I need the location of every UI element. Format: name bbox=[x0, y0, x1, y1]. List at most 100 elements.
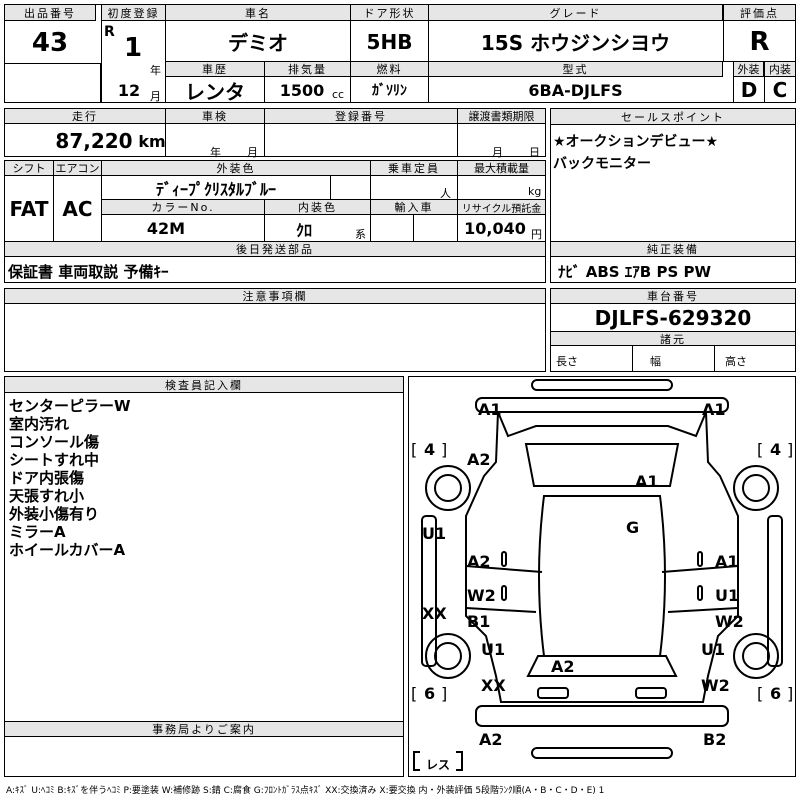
tire-fr-bracket: ] bbox=[787, 440, 794, 459]
chassis-label: 車台番号 bbox=[550, 288, 796, 304]
color-extra-cell bbox=[330, 175, 371, 200]
capacity-unit: 人 bbox=[440, 187, 451, 200]
displacement-cell bbox=[264, 76, 351, 103]
tire-fl-bracket: [ bbox=[411, 440, 418, 459]
tire-fl-bracket: ] bbox=[441, 440, 448, 459]
damage-mark: W2 bbox=[467, 586, 496, 605]
sales-point-1: ★オークションデビュー★ bbox=[553, 134, 719, 150]
year-unit: 年 bbox=[150, 64, 161, 77]
inspector-line: 外装小傷有り bbox=[9, 505, 100, 523]
parts-label: 後日発送部品 bbox=[4, 241, 546, 257]
notes-label: 注意事項欄 bbox=[4, 288, 546, 304]
shift: FAT bbox=[9, 197, 49, 221]
recycle-unit: 円 bbox=[531, 228, 542, 241]
inspection-label: 車検 bbox=[165, 108, 265, 124]
ac: AC bbox=[62, 197, 93, 221]
inspector-label: 検査員記入欄 bbox=[4, 376, 404, 393]
door-type: 5HB bbox=[366, 29, 413, 54]
capacity-cell bbox=[370, 175, 458, 200]
damage-mark: W2 bbox=[715, 612, 744, 631]
load-unit: kg bbox=[528, 185, 542, 198]
tire-fr-depth: 4 bbox=[770, 440, 782, 459]
car-diagram bbox=[413, 379, 783, 771]
mileage-unit: km bbox=[138, 131, 166, 151]
displacement: 1500 bbox=[279, 80, 325, 100]
damage-mark: A1 bbox=[635, 472, 659, 491]
tire-rr-bracket: ] bbox=[787, 684, 794, 703]
transfer-day: 日 bbox=[529, 146, 540, 159]
import-cell-2 bbox=[413, 214, 458, 242]
displacement-unit: cc bbox=[332, 88, 345, 101]
damage-mark: G bbox=[626, 518, 640, 537]
lot-number: 43 bbox=[31, 28, 69, 58]
damage-mark: A2 bbox=[467, 552, 491, 571]
inspection-year: 年 bbox=[210, 146, 221, 159]
spec-label: 諸元 bbox=[550, 331, 796, 346]
rear-bumper bbox=[475, 705, 729, 727]
car-name: デミオ bbox=[228, 31, 288, 55]
rear-bar bbox=[531, 747, 673, 759]
color-label: 外装色 bbox=[101, 160, 371, 176]
inspector-line: ミラーA bbox=[9, 523, 66, 541]
damage-mark: A1 bbox=[478, 400, 502, 419]
mileage: 87,220 bbox=[55, 129, 133, 153]
int-color-label: 内装色 bbox=[264, 199, 371, 215]
tire-fl-depth: 4 bbox=[424, 440, 436, 459]
displacement-label: 排気量 bbox=[264, 61, 351, 77]
inspection-cell bbox=[165, 123, 265, 157]
history-label: 車歴 bbox=[165, 61, 265, 77]
inspector-frame bbox=[4, 376, 404, 722]
reg-year: 1 bbox=[123, 33, 143, 63]
windshield bbox=[524, 443, 680, 487]
tire-rl-bracket: [ bbox=[411, 684, 418, 703]
spare-tire: レス bbox=[425, 757, 450, 772]
score-label: 評価点 bbox=[723, 4, 796, 21]
inspector-line: 天張すれ小 bbox=[9, 487, 85, 505]
sales-point-frame bbox=[550, 108, 796, 242]
equip-value: ﾅﾋﾞ ABS ｴｱB PS PW bbox=[558, 263, 712, 281]
tire-fr-bracket: [ bbox=[757, 440, 764, 459]
spec-width-cell bbox=[632, 345, 715, 372]
sales-point-label: セールスポイント bbox=[550, 108, 796, 125]
damage-mark: A2 bbox=[551, 657, 575, 676]
first-reg-label: 初度登録 bbox=[101, 4, 166, 21]
damage-mark: A2 bbox=[479, 730, 503, 749]
tire-rr-depth: 6 bbox=[770, 684, 782, 703]
mileage-label: 走行 bbox=[4, 108, 166, 124]
score-cell bbox=[723, 20, 796, 62]
roof bbox=[538, 495, 666, 657]
car-name-label: 車名 bbox=[165, 4, 351, 21]
inspector-line: シートすれ中 bbox=[9, 451, 100, 469]
month-unit: 月 bbox=[150, 90, 161, 103]
int-grade: C bbox=[772, 78, 788, 102]
ac-label: エアコン bbox=[53, 160, 102, 176]
front-bumper bbox=[475, 397, 729, 413]
capacity-label: 乗車定員 bbox=[370, 160, 458, 176]
inspector-line: コンソール傷 bbox=[9, 433, 100, 451]
fuel-label: 燃料 bbox=[350, 61, 429, 77]
sales-point-2: バックモニター bbox=[553, 156, 651, 172]
wheel-rr bbox=[733, 633, 779, 679]
tire-rr-bracket: [ bbox=[757, 684, 764, 703]
int-cell bbox=[764, 76, 796, 103]
damage-mark: U1 bbox=[701, 640, 726, 659]
damage-mark: W2 bbox=[701, 676, 730, 695]
tire-rl-depth: 6 bbox=[424, 684, 436, 703]
office-label: 事務局よりご案内 bbox=[4, 721, 404, 737]
load-label: 最大積載量 bbox=[457, 160, 546, 176]
damage-mark: A2 bbox=[467, 450, 491, 469]
inspection-month: 月 bbox=[247, 146, 258, 159]
color-no-label: カラーNo. bbox=[101, 199, 265, 215]
damage-mark: XX bbox=[422, 604, 447, 623]
transfer-month: 月 bbox=[492, 146, 503, 159]
color-no: 42M bbox=[146, 219, 186, 238]
parts-value: 保証書 車両取説 予備ｷｰ bbox=[8, 263, 169, 281]
spec-len-cell bbox=[550, 345, 633, 372]
damage-mark: U1 bbox=[481, 640, 506, 659]
front-bar bbox=[531, 379, 673, 391]
int-color-unit: 系 bbox=[355, 228, 366, 241]
int-label: 内装 bbox=[764, 61, 796, 77]
inspector-line: ホイールカバーA bbox=[9, 541, 126, 559]
reg-no-cell bbox=[264, 123, 458, 157]
inspector-line: ドア内張傷 bbox=[9, 469, 85, 487]
